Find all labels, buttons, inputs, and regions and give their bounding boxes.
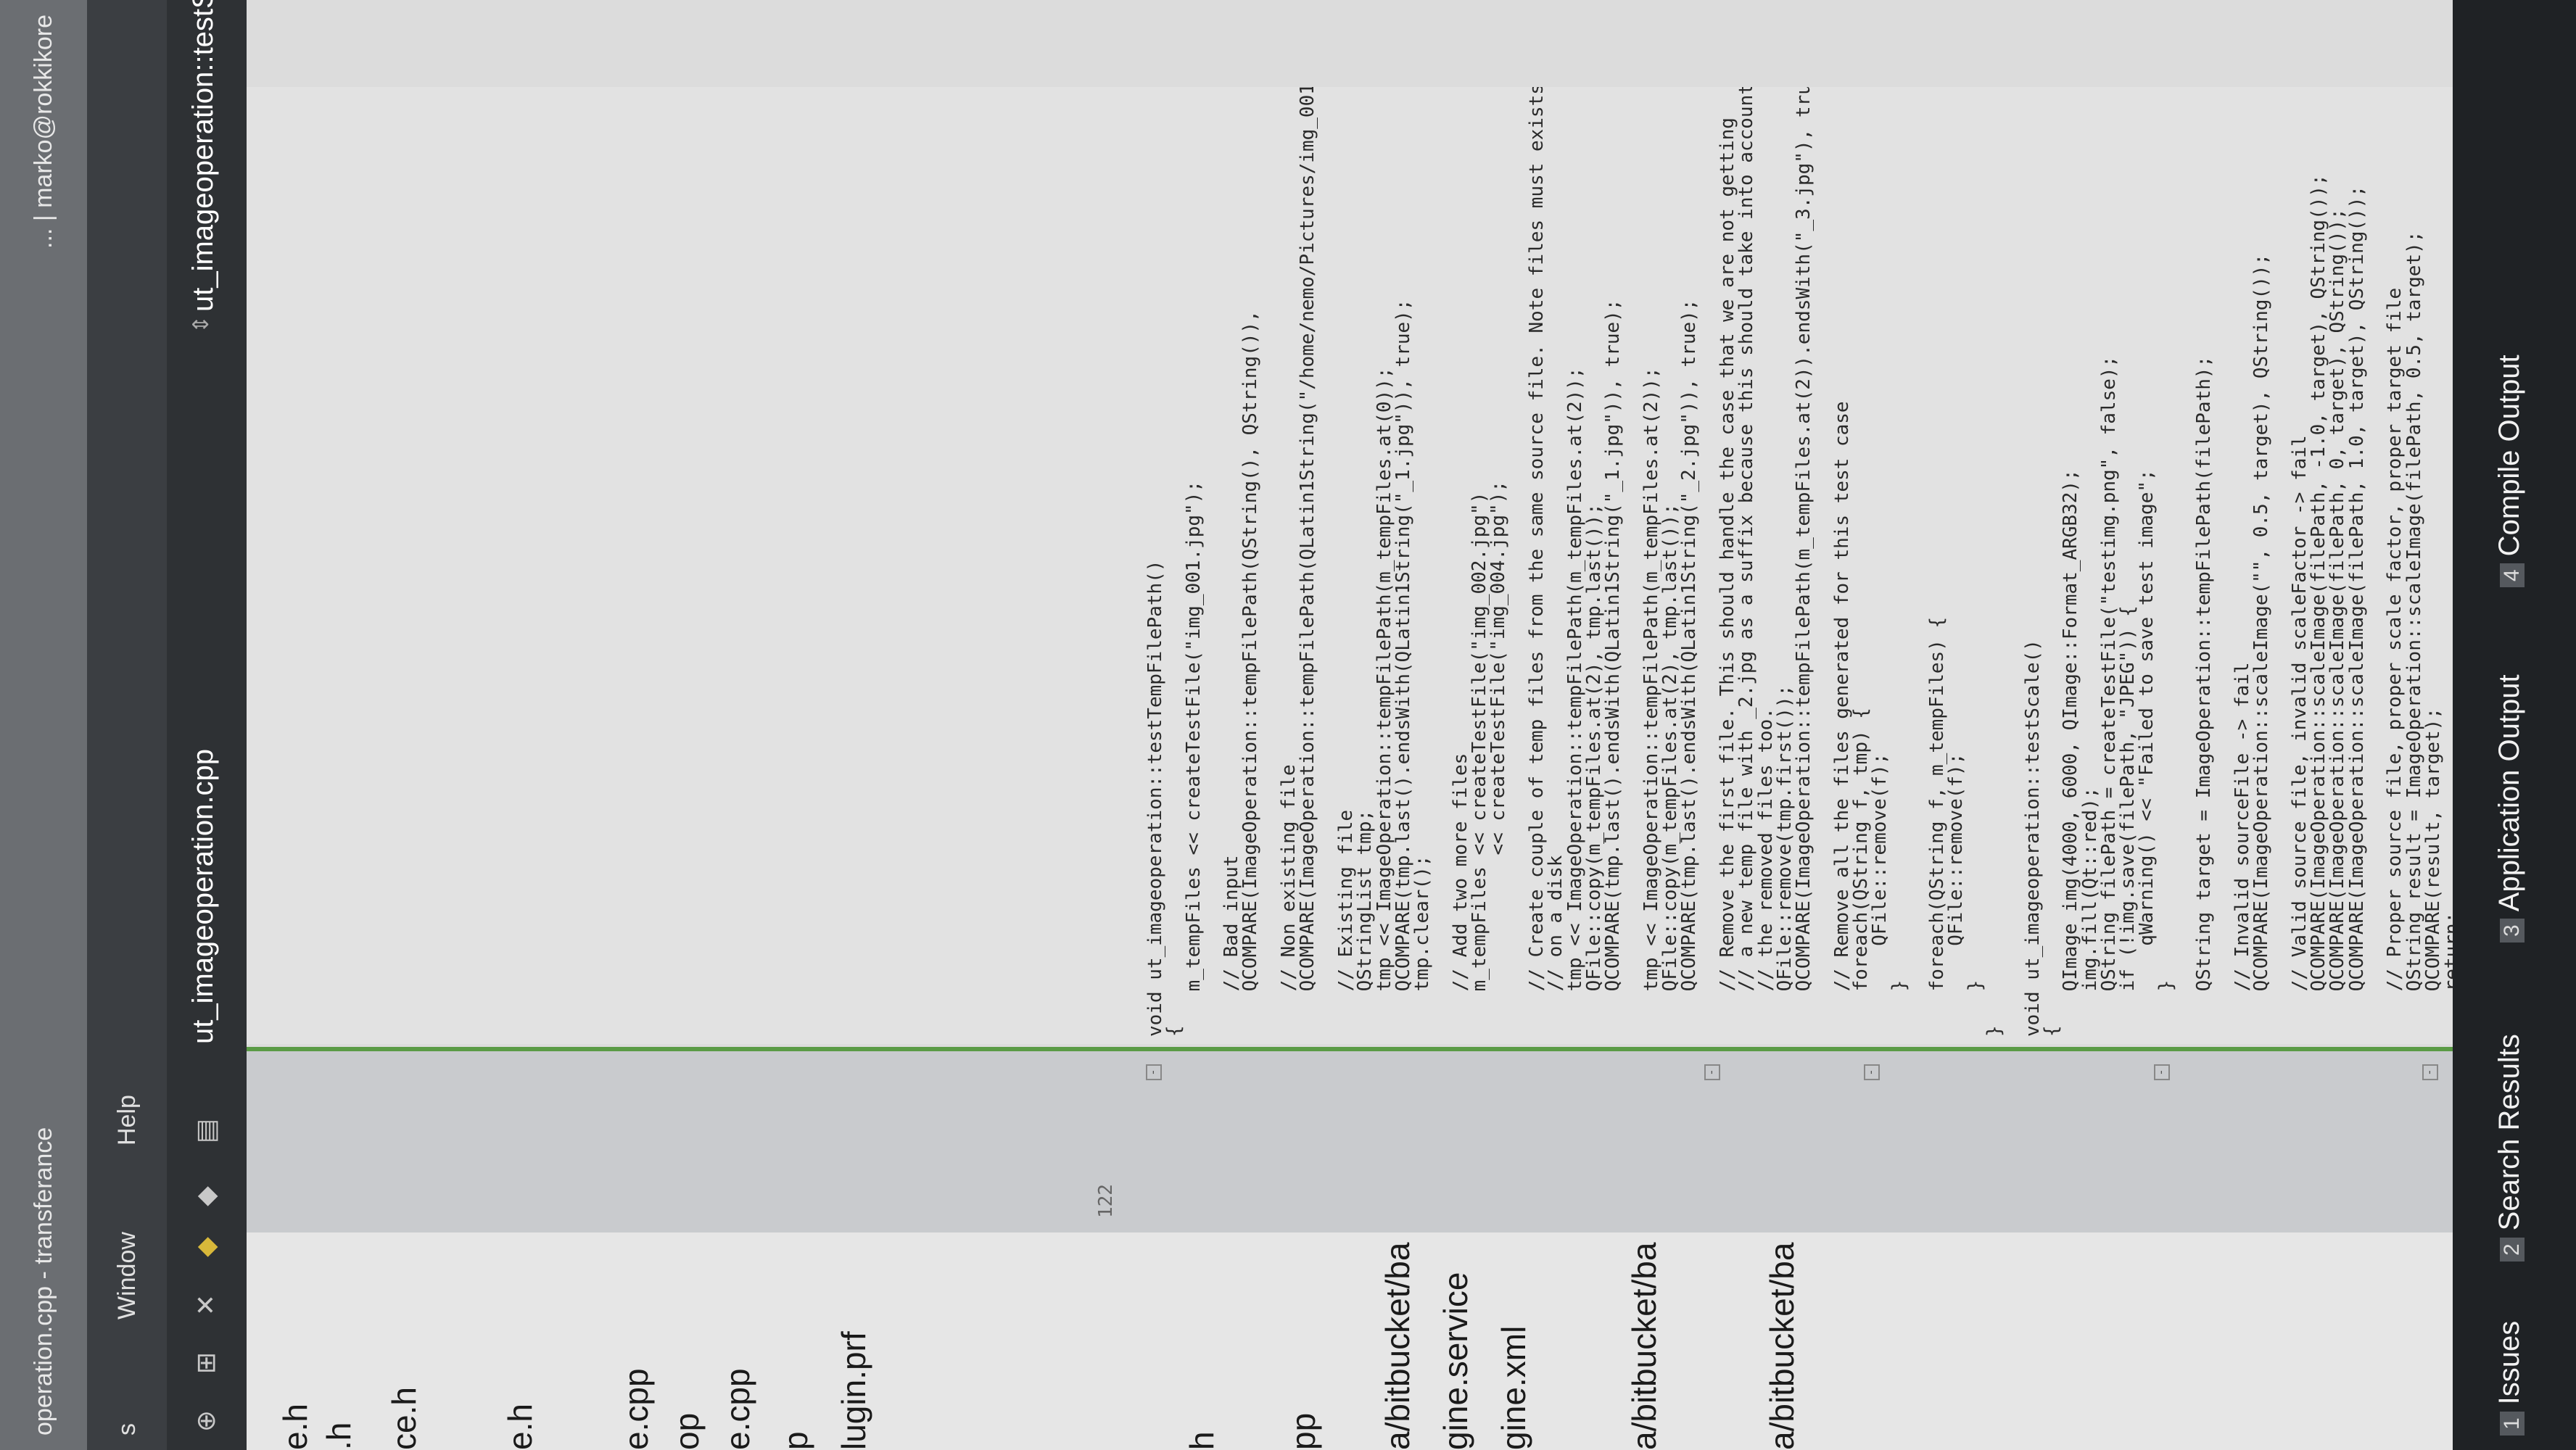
tree-item[interactable]: a/bitbucket/ba <box>1379 1242 1416 1450</box>
title-bar: operation.cpp - transferance ... | marko… <box>0 0 87 1450</box>
tab-label: Search Results <box>2493 1034 2525 1231</box>
tab-ut-imageoperation-cpp[interactable]: ut_imageoperation.cpp <box>187 749 219 1044</box>
fold-marker-icon[interactable]: - <box>2422 1064 2438 1080</box>
tree-item[interactable]: gine.service <box>1437 1272 1474 1450</box>
editor-toolbar: ⊕ ⊞ ✕ ◆ ◆ ▤ ut_imageoperation.cpp ⇕ ut_i… <box>167 0 247 1450</box>
tree-item[interactable]: ce.h <box>385 1387 423 1450</box>
tree-item[interactable]: a/bitbucket/ba <box>1763 1242 1801 1450</box>
menu-item-window[interactable]: Window <box>113 1232 141 1320</box>
fold-marker-icon[interactable]: - <box>1864 1064 1880 1080</box>
split-icon[interactable]: ⊞ <box>191 1351 220 1375</box>
file-icon: ▤ <box>191 1119 220 1144</box>
menu-item-tools[interactable]: s <box>113 1423 141 1436</box>
tree-item[interactable]: gine.xml <box>1495 1325 1532 1450</box>
tree-item[interactable]: e.cpp <box>617 1368 655 1450</box>
code-editor[interactable]: void ut_imageoperation::testTempFilePath… <box>247 87 2453 1044</box>
line-number: 122 <box>1095 1184 1117 1218</box>
code-text[interactable]: void ut_imageoperation::testTempFilePath… <box>1144 87 2453 1037</box>
tree-item[interactable]: pp <box>1284 1412 1322 1450</box>
window-title-user: ... | marko@rokkikore <box>30 14 57 249</box>
tree-item[interactable]: op <box>668 1412 706 1450</box>
close-icon[interactable]: ✕ <box>191 1293 220 1317</box>
tree-item[interactable]: .h <box>320 1422 358 1450</box>
tab-label: Compile Output <box>2493 355 2525 557</box>
fold-marker-icon[interactable]: - <box>1146 1064 1162 1080</box>
tab-number: 4 <box>2500 563 2525 587</box>
tree-item[interactable]: p <box>777 1431 814 1450</box>
output-pane-tabs: 1 Issues 2 Search Results 3 Application Out… <box>2453 0 2576 1450</box>
tab-number: 1 <box>2500 1412 2525 1436</box>
project-tree: e.h .h ce.h e.h e.cpp op e.cpp p lugin.p… <box>247 1232 2453 1450</box>
tab-label: Application Output <box>2493 674 2525 912</box>
tab-search-results[interactable]: 2 Search Results <box>2493 1034 2526 1262</box>
menu-item-help[interactable]: Help <box>113 1095 141 1146</box>
tree-item[interactable]: e.h <box>501 1404 539 1450</box>
tree-item[interactable]: h <box>1183 1431 1221 1450</box>
tab-number: 2 <box>2500 1238 2525 1262</box>
window-title: operation.cpp - transferance <box>30 1127 57 1436</box>
tab-application-output[interactable]: 3 Application Output <box>2493 674 2526 942</box>
fold-marker-icon[interactable]: - <box>2154 1064 2170 1080</box>
function-selector[interactable]: ut_imageoperation::testScale() <box>187 0 219 312</box>
tab-number: 3 <box>2500 919 2525 942</box>
bookmark-icon[interactable]: ◆ <box>191 1237 220 1257</box>
tree-item[interactable]: lugin.prf <box>835 1331 872 1450</box>
link-icon[interactable]: ⊕ <box>191 1409 220 1433</box>
tab-label: Issues <box>2493 1320 2525 1405</box>
fold-marker-icon[interactable]: - <box>1704 1064 1720 1080</box>
editor-gutter: 122 - - - - - <box>247 1047 2453 1232</box>
nav-diamond-icon[interactable]: ◆ <box>191 1186 220 1206</box>
tree-item[interactable]: e.h <box>276 1404 314 1450</box>
tab-issues[interactable]: 1 Issues <box>2493 1321 2526 1436</box>
tree-item[interactable]: e.cpp <box>719 1368 756 1450</box>
chevron-updown-icon[interactable]: ⇕ <box>189 315 213 334</box>
tree-item[interactable]: a/bitbucket/ba <box>1625 1242 1663 1450</box>
menu-bar: s Window Help <box>87 0 167 1450</box>
tab-compile-output[interactable]: 4 Compile Output <box>2493 355 2526 587</box>
